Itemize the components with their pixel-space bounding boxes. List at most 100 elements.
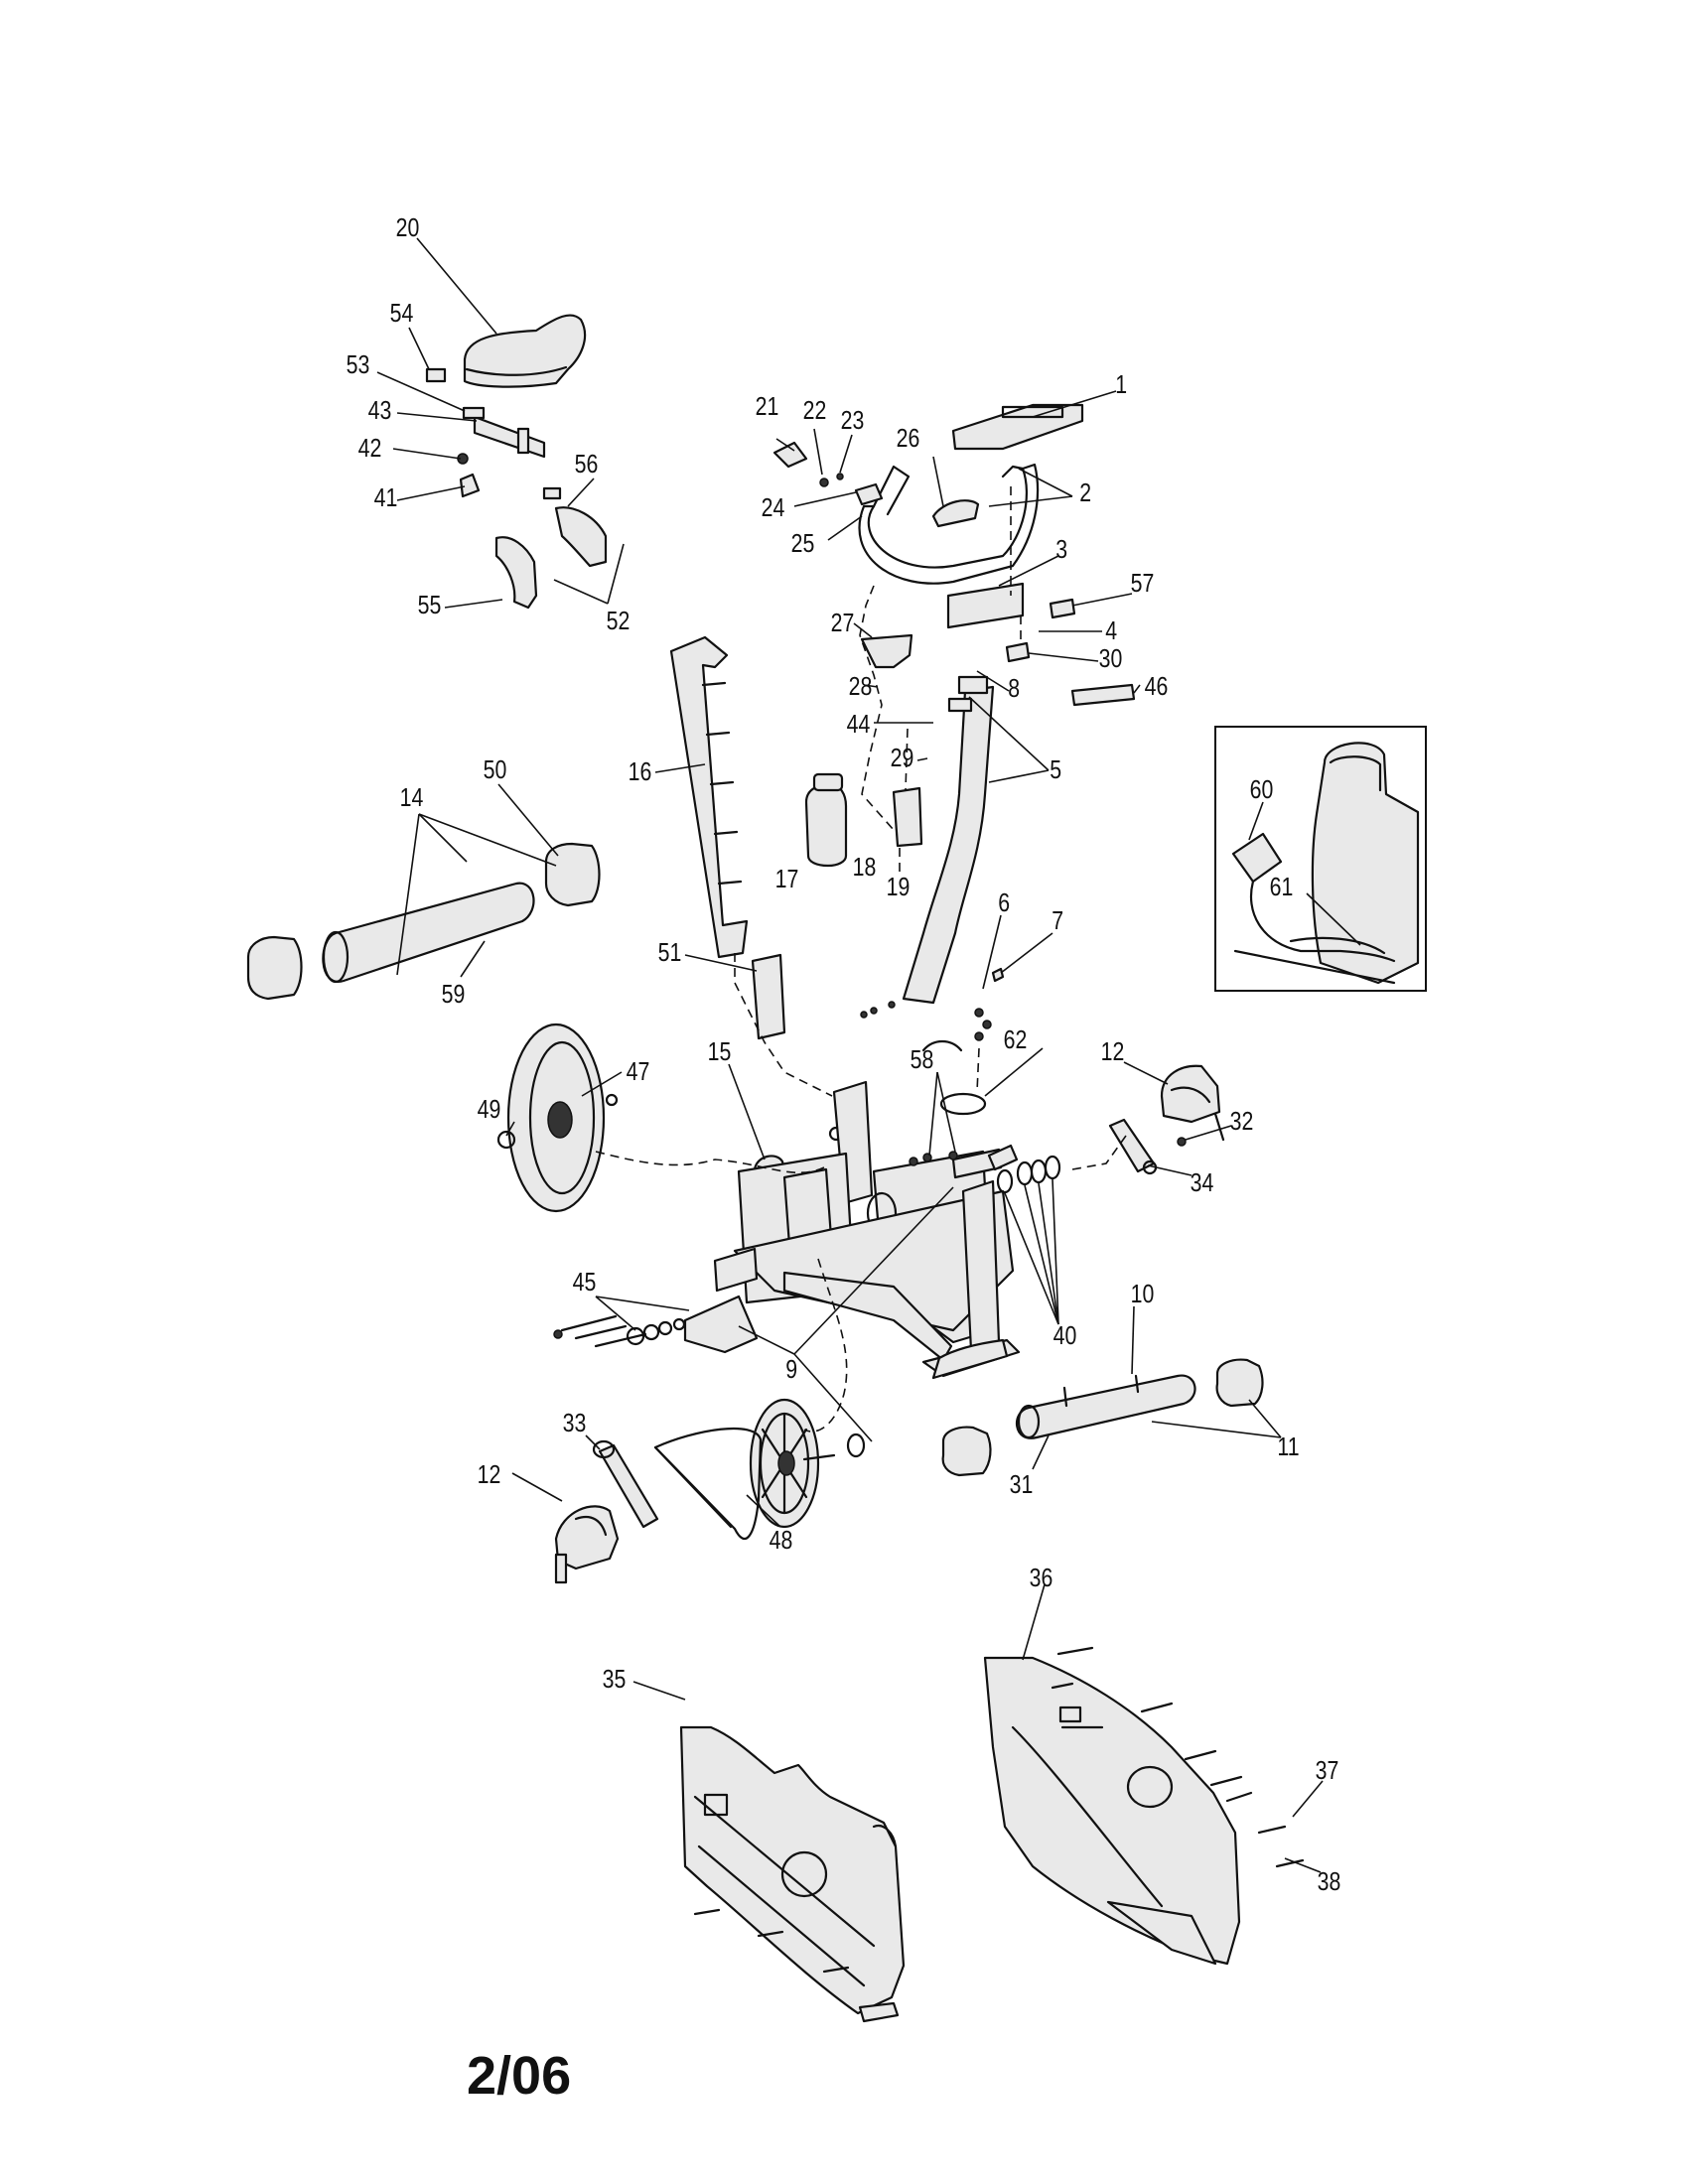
- crank-arm-right-part: [1108, 1118, 1156, 1173]
- callout-42: 42: [358, 434, 382, 464]
- callout-12-left: 12: [478, 1460, 501, 1490]
- callout-53: 53: [347, 350, 370, 380]
- callout-22: 22: [803, 396, 827, 426]
- seat-part: [463, 314, 587, 388]
- drive-belt-part: [653, 1427, 763, 1541]
- callout-labels: 1 2 3 4 5 6 7 8 9 10 11 12 12 14 15 16 1…: [347, 213, 1341, 1897]
- callout-26: 26: [897, 424, 920, 454]
- callout-9: 9: [785, 1355, 797, 1385]
- callout-12-right: 12: [1101, 1037, 1125, 1067]
- callout-25: 25: [791, 529, 815, 559]
- callout-35: 35: [603, 1665, 627, 1695]
- seat-slider-part: [462, 406, 562, 500]
- console-part: [951, 403, 1084, 451]
- leader-lines: [376, 237, 1361, 1873]
- pulse-sensor-part: [772, 441, 808, 469]
- callout-6: 6: [998, 888, 1010, 918]
- post-sleeve-part: [751, 953, 786, 1040]
- bottle-holder-part: [892, 786, 923, 848]
- seat-bracket-rear-part: [494, 536, 538, 610]
- callout-29: 29: [891, 744, 914, 773]
- callout-43: 43: [368, 396, 392, 426]
- left-side-cover-part: [679, 1725, 906, 2023]
- callout-10: 10: [1131, 1280, 1155, 1309]
- parts-drawing: [246, 314, 1427, 2023]
- flywheel-nut-part: [496, 1130, 516, 1150]
- callout-21: 21: [756, 392, 779, 422]
- brake-assembly-part: [553, 1295, 759, 1354]
- callout-30: 30: [1099, 644, 1123, 674]
- handlebar-part: [858, 463, 1040, 585]
- adapter-inset: [1214, 726, 1427, 992]
- callout-52: 52: [607, 607, 631, 636]
- callout-57: 57: [1131, 569, 1155, 599]
- callout-11: 11: [1277, 1433, 1299, 1462]
- seat-bracket-front-part: [554, 506, 608, 568]
- callout-40: 40: [1053, 1321, 1077, 1351]
- callout-3: 3: [1055, 535, 1067, 565]
- callout-8: 8: [1008, 674, 1020, 704]
- callout-45: 45: [573, 1268, 597, 1297]
- callout-23: 23: [841, 406, 865, 436]
- sensor-wire-route: [734, 585, 895, 1097]
- revision-date-label: 2/06: [467, 2046, 572, 2106]
- spacer-part: [1005, 641, 1031, 663]
- callout-31: 31: [1010, 1470, 1034, 1500]
- seat-label-part: [425, 367, 447, 383]
- callout-7: 7: [1052, 906, 1063, 936]
- callout-19: 19: [887, 873, 911, 902]
- drive-pulley-part: [749, 1398, 866, 1529]
- callout-56: 56: [575, 450, 599, 479]
- callout-59: 59: [442, 980, 466, 1010]
- callout-61: 61: [1270, 873, 1294, 902]
- callout-16: 16: [629, 757, 652, 787]
- callout-36: 36: [1030, 1564, 1053, 1593]
- callout-49: 49: [478, 1095, 501, 1125]
- callout-17: 17: [775, 865, 799, 894]
- rail-cover-part: [1070, 683, 1136, 707]
- seat-post-part: [669, 635, 749, 959]
- callout-24: 24: [762, 493, 785, 523]
- callout-28: 28: [849, 672, 873, 702]
- callout-1: 1: [1115, 370, 1127, 400]
- callout-18: 18: [853, 853, 877, 883]
- callout-54: 54: [390, 299, 414, 329]
- cover-screws-part: [693, 1646, 1305, 1974]
- callout-15: 15: [708, 1037, 732, 1067]
- callout-38: 38: [1318, 1867, 1341, 1897]
- callout-4: 4: [1105, 616, 1117, 646]
- rear-stabilizer-part: [246, 842, 601, 1001]
- flywheel-part: [506, 1023, 606, 1213]
- pedal-left-part: [554, 1505, 620, 1584]
- callout-20: 20: [396, 213, 420, 243]
- callout-41: 41: [374, 483, 398, 513]
- end-cap-part: [1049, 598, 1076, 619]
- callout-44: 44: [847, 710, 871, 740]
- right-side-cover-part: [983, 1656, 1241, 1966]
- callout-32: 32: [1230, 1107, 1254, 1137]
- upright-column-part: [902, 675, 995, 1005]
- callout-62: 62: [1004, 1025, 1028, 1055]
- callout-55: 55: [418, 591, 442, 620]
- main-frame-part: [713, 1080, 1021, 1380]
- shroud-part: [860, 633, 913, 669]
- washers-part: [996, 1155, 1061, 1194]
- handlebar-cover-part: [931, 499, 980, 528]
- callout-2: 2: [1079, 478, 1091, 508]
- callout-14: 14: [400, 783, 424, 813]
- callout-58: 58: [911, 1045, 934, 1075]
- callout-34: 34: [1191, 1168, 1214, 1198]
- grip-part: [854, 482, 884, 506]
- callout-37: 37: [1316, 1756, 1339, 1786]
- handlebar-bracket-part: [946, 582, 1025, 629]
- pedal-right-part: [1160, 1064, 1225, 1142]
- o-ring-part: [939, 1092, 987, 1116]
- crank-arm-left-part: [598, 1443, 659, 1529]
- front-stabilizer-part: [941, 1358, 1264, 1477]
- callout-50: 50: [484, 755, 507, 785]
- upright-base-part: [921, 1039, 963, 1052]
- callout-60: 60: [1250, 775, 1274, 805]
- water-bottle-part: [804, 772, 848, 868]
- callout-47: 47: [627, 1057, 650, 1087]
- callout-5: 5: [1050, 755, 1061, 785]
